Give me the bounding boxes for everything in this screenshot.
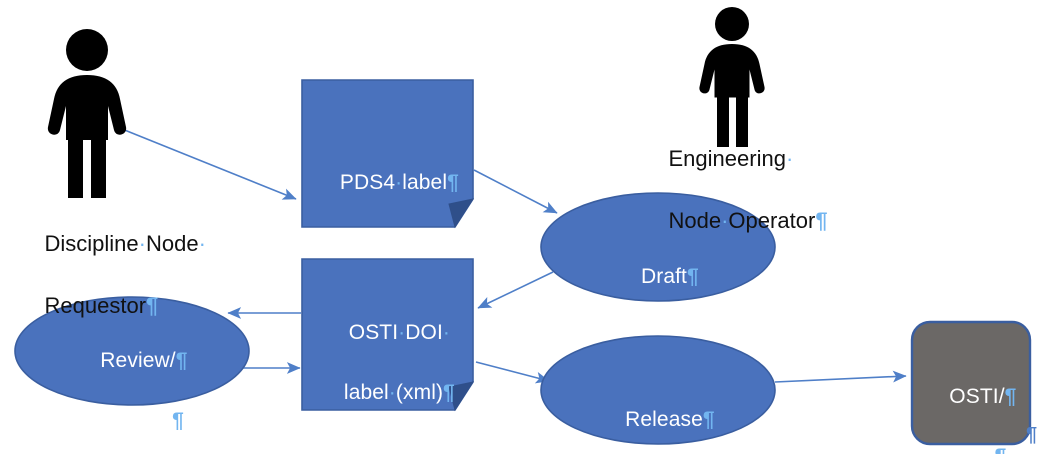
node-osti-iad-shape[interactable]: [910, 320, 1032, 446]
document-fold-corner-icon: [448, 198, 475, 229]
connectors-group: [116, 126, 907, 384]
actor-engineering-node-operator-label: Engineering· Node·Operator¶: [620, 112, 874, 267]
actor-discipline-node-requestor-icon: [47, 29, 127, 198]
actor-engineering-node-operator-line1: Engineering·: [668, 146, 794, 171]
connector-requestor-to-pds4-label: [116, 126, 297, 200]
connector-release-to-osti-iad: [774, 370, 907, 383]
actor-engineering-node-operator-line2: Node·Operator¶: [668, 208, 828, 233]
connector-osti-doi-label-to-release: [475, 361, 550, 384]
node-draft-shape[interactable]: [540, 192, 776, 302]
actor-discipline-node-requestor-line1: Discipline·Node·: [44, 231, 206, 256]
stray-pilcrow-mark: ¶: [1026, 424, 1038, 446]
space-dot-mark: ·: [138, 231, 146, 256]
connector-pds4-label-to-draft: [473, 169, 558, 214]
space-dot-mark: ·: [786, 146, 794, 171]
actor-engineering-node-operator-icon: [699, 7, 765, 147]
space-dot-mark: ·: [721, 208, 729, 233]
node-release-shape[interactable]: [540, 335, 776, 445]
node-review-update-shape[interactable]: [14, 296, 250, 406]
document-fold-corner-icon: [448, 381, 475, 412]
node-osti-doi-label-shape[interactable]: [301, 258, 475, 412]
node-pds4-label-shape[interactable]: [301, 79, 475, 229]
pilcrow-mark: ¶: [815, 208, 828, 233]
connector-draft-to-osti-doi-label: [477, 271, 554, 309]
actor-discipline-node-requestor-label: Discipline·Node· Requestor¶: [0, 197, 220, 352]
pilcrow-mark: ¶: [146, 293, 159, 318]
space-dot-mark: ·: [198, 231, 206, 256]
actor-discipline-node-requestor-line2: Requestor¶: [44, 293, 159, 318]
